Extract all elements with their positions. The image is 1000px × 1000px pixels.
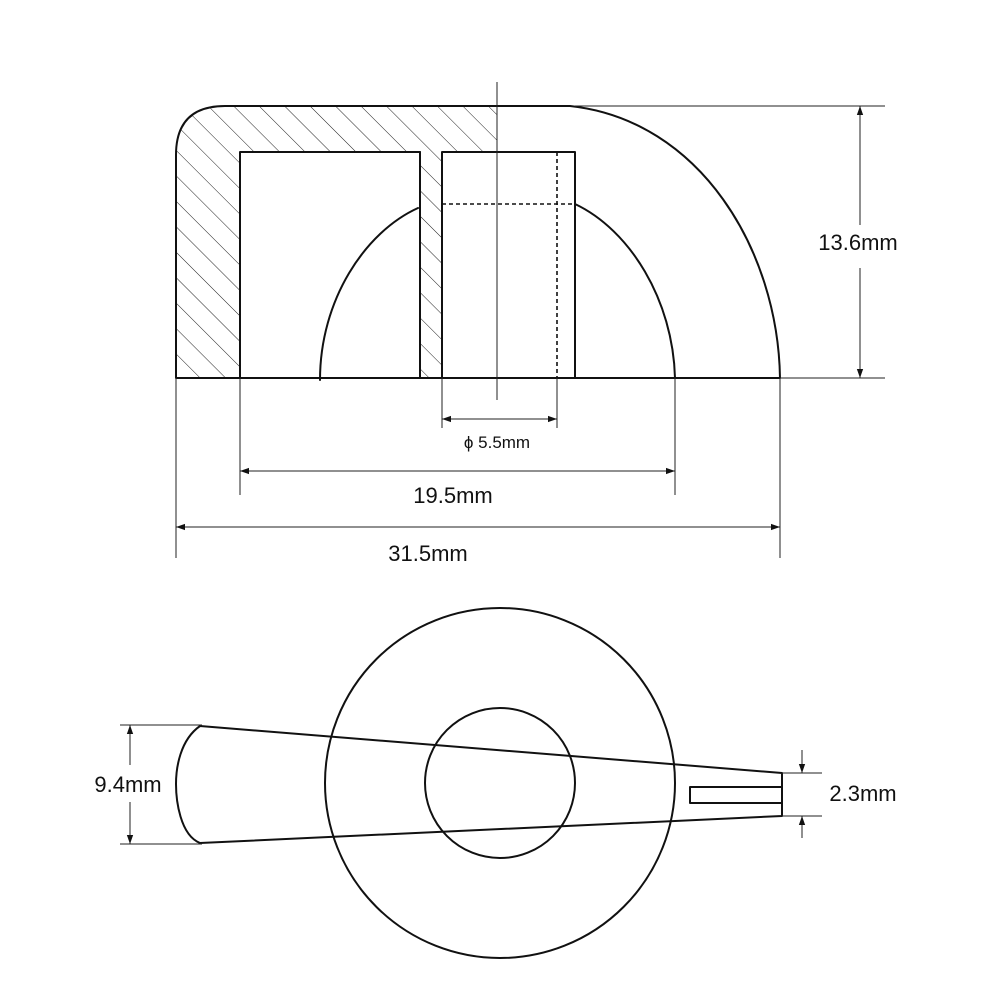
knob-outer-profile <box>175 105 781 379</box>
inner-cavity <box>239 151 421 379</box>
side-section-view: 13.6mm ϕ 5.5mm 19.5mm 31.5mm <box>175 82 898 566</box>
skirt-arc-right <box>574 203 676 379</box>
pointer-slot <box>689 786 783 804</box>
cap-circle <box>424 707 576 859</box>
pointer-body <box>175 725 783 844</box>
tip-width-label: 2.3mm <box>829 781 896 806</box>
top-view: 9.4mm 2.3mm <box>94 607 897 959</box>
overall-length-label: 31.5mm <box>388 541 467 566</box>
hatched-insert-section <box>420 152 442 378</box>
skirt-arc-left <box>319 207 419 381</box>
skirt-diameter-label: 19.5mm <box>413 483 492 508</box>
pointer-width-label: 9.4mm <box>94 772 161 797</box>
height-label: 13.6mm <box>818 230 897 255</box>
shaft-insert <box>441 151 576 379</box>
shaft-diameter-label: ϕ 5.5mm <box>464 433 530 452</box>
hatched-wall-section <box>176 106 497 378</box>
